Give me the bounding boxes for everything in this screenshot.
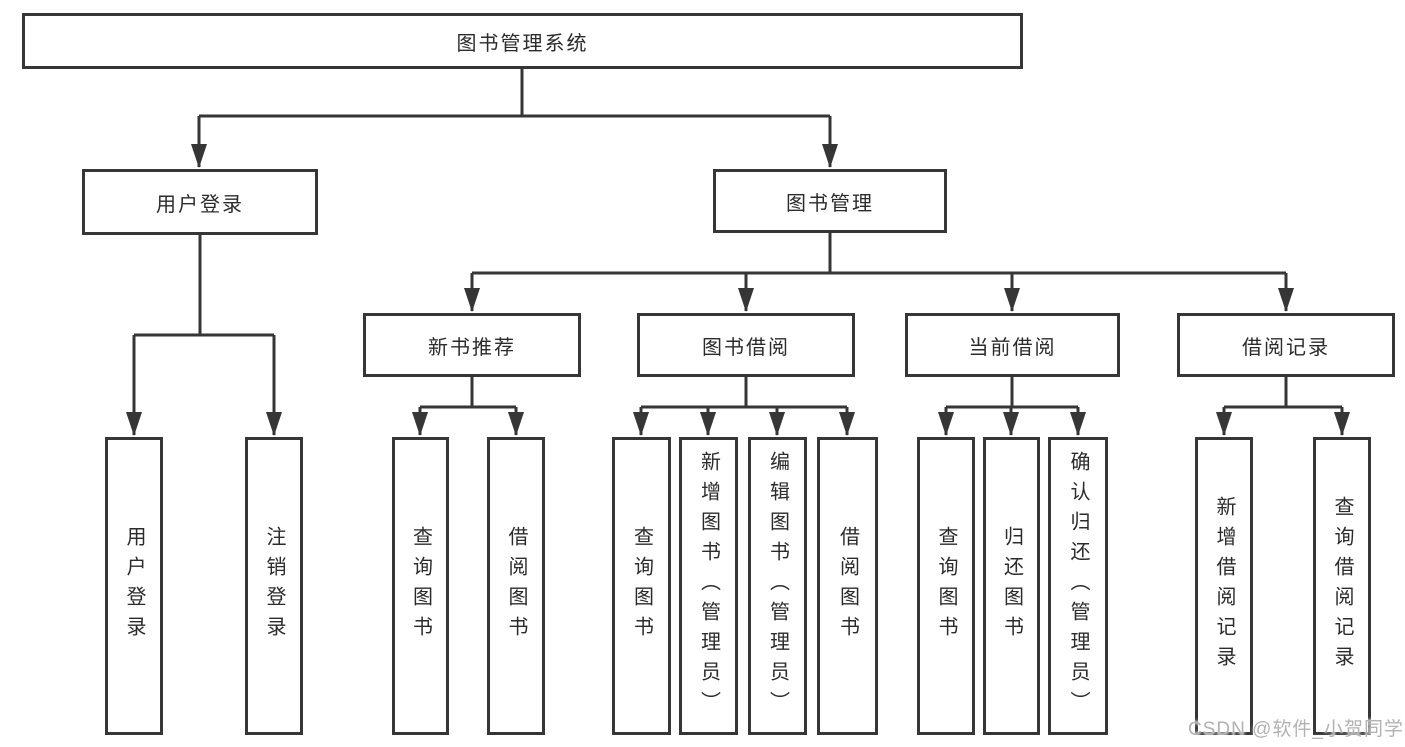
leaf-current-return-books: 归还图书 (983, 437, 1040, 735)
node-user-login: 用户登录 (82, 169, 318, 235)
node-book-borrow: 图书借阅 (637, 313, 855, 377)
node-current-borrow-label: 当前借阅 (968, 336, 1057, 359)
leaf-records-add-record-label: 新增借阅记录 (1213, 496, 1235, 676)
leaf-recommend-query-books: 查询图书 (392, 437, 449, 735)
leaf-borrow-add-books-admin: 新增图书（管理员） (679, 437, 738, 735)
node-root: 图书管理系统 (22, 13, 1023, 69)
leaf-current-return-books-label: 归还图书 (1000, 526, 1023, 646)
leaf-borrow-borrow-books-label: 借阅图书 (836, 526, 859, 646)
leaf-borrow-borrow-books: 借阅图书 (817, 437, 878, 735)
leaf-current-query-books: 查询图书 (917, 437, 975, 735)
node-borrow-records: 借阅记录 (1177, 313, 1395, 377)
leaf-logout-label: 注销登录 (263, 526, 285, 646)
leaf-user-login: 用户登录 (105, 437, 163, 735)
leaf-borrow-edit-books-admin-label: 编辑图书（管理员） (766, 451, 789, 721)
leaf-recommend-query-books-label: 查询图书 (409, 526, 432, 646)
leaf-records-add-record: 新增借阅记录 (1195, 437, 1253, 735)
node-borrow-records-label: 借阅记录 (1242, 336, 1330, 359)
node-new-book-recommend-label: 新书推荐 (428, 336, 516, 359)
node-book-management: 图书管理 (713, 169, 947, 233)
leaf-records-query-record: 查询借阅记录 (1313, 437, 1371, 735)
leaf-records-query-record-label: 查询借阅记录 (1331, 496, 1353, 676)
leaf-user-login-label: 用户登录 (123, 526, 145, 646)
node-user-login-label: 用户登录 (156, 193, 244, 216)
leaf-current-confirm-return-admin: 确认归还（管理员） (1048, 437, 1108, 735)
node-root-label: 图书管理系统 (456, 32, 589, 55)
leaf-borrow-query-books: 查询图书 (612, 437, 671, 735)
watermark: CSDN @软件_小贺同学 (1188, 719, 1404, 740)
leaf-recommend-borrow-books: 借阅图书 (487, 437, 545, 735)
leaf-recommend-borrow-books-label: 借阅图书 (505, 526, 527, 646)
leaf-borrow-edit-books-admin: 编辑图书（管理员） (748, 437, 807, 735)
leaf-current-query-books-label: 查询图书 (935, 526, 957, 646)
node-book-management-label: 图书管理 (786, 192, 874, 215)
leaf-logout: 注销登录 (245, 437, 303, 735)
leaf-borrow-add-books-admin-label: 新增图书（管理员） (697, 451, 720, 721)
leaf-borrow-query-books-label: 查询图书 (630, 526, 653, 646)
leaf-current-confirm-return-admin-label: 确认归还（管理员） (1067, 451, 1089, 721)
node-book-borrow-label: 图书借阅 (702, 336, 790, 359)
node-current-borrow: 当前借阅 (905, 313, 1120, 377)
node-new-book-recommend: 新书推荐 (363, 313, 581, 377)
